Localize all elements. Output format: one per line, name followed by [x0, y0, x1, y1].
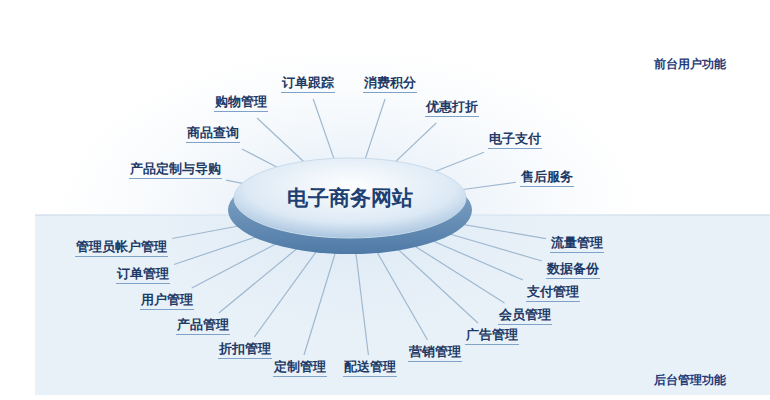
leader-line: [242, 149, 279, 168]
function-label: 管理员帐户管理: [75, 239, 168, 257]
leader-line: [219, 247, 300, 313]
leader-line: [412, 244, 505, 303]
function-label: 支付管理: [526, 284, 580, 302]
leader-line: [461, 182, 516, 189]
function-label: 电子支付: [488, 131, 542, 149]
function-label: 售后服务: [520, 169, 574, 187]
function-label: 折扣管理: [218, 341, 272, 359]
node-title: 电子商务网站: [225, 184, 475, 212]
function-label: 数据备份: [546, 261, 600, 279]
leader-line: [254, 249, 318, 337]
leader-line: [257, 118, 305, 163]
leader-line: [458, 224, 546, 239]
function-label: 配送管理: [343, 359, 397, 377]
function-label: 商品查询: [186, 125, 240, 143]
leader-line: [356, 251, 369, 355]
function-label: 购物管理: [214, 94, 268, 112]
function-label: 用户管理: [140, 292, 194, 310]
leader-line: [376, 250, 428, 340]
function-label: 广告管理: [465, 327, 519, 345]
function-label: 产品定制与导购: [129, 161, 222, 179]
function-label: 定制管理: [273, 359, 327, 377]
glow: [50, 45, 650, 385]
leader-line: [396, 247, 478, 323]
leader-line: [172, 225, 244, 238]
section-label: 后台管理功能: [653, 372, 727, 389]
center-disc: 电子商务网站: [225, 150, 475, 256]
section-label: 前台用户功能: [653, 56, 727, 73]
leader-line: [429, 239, 523, 280]
leader-line: [395, 123, 436, 162]
function-label: 营销管理: [408, 344, 462, 362]
leader-line: [174, 235, 261, 264]
leader-line: [192, 242, 280, 288]
function-label: 会员管理: [498, 307, 552, 325]
function-label: 消费积分: [363, 75, 417, 93]
function-label: 产品管理: [176, 317, 230, 335]
function-label: 流量管理: [550, 235, 604, 253]
leader-line: [304, 251, 336, 355]
leader-line: [433, 152, 484, 172]
leader-line: [313, 99, 334, 159]
function-label: 订单跟踪: [281, 75, 335, 93]
function-label: 优惠打折: [425, 99, 479, 117]
leader-line: [445, 233, 542, 261]
function-label: 订单管理: [116, 266, 170, 284]
leader-line: [365, 99, 385, 159]
